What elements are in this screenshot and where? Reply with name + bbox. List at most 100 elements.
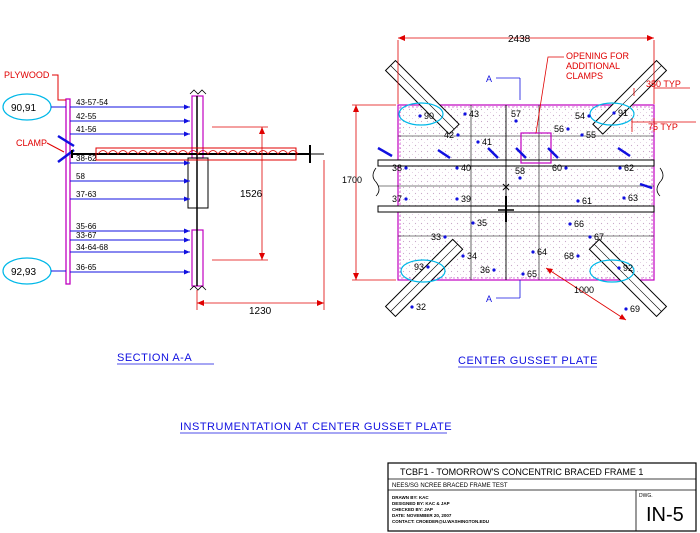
- measurement-dot: [624, 307, 628, 311]
- plywood-strip: [65, 98, 71, 285]
- ellipse-bottom-label: 92,93: [11, 267, 36, 278]
- beam-flange-upper: [377, 159, 655, 167]
- clamp-marks: [377, 146, 653, 190]
- beam-flange-plate: [95, 147, 297, 161]
- point-label: 43: [469, 109, 479, 119]
- main-title: INSTRUMENTATION AT CENTER GUSSET PLATE: [180, 421, 452, 433]
- checked-by: CHECKED BY: JAP: [392, 507, 433, 512]
- point-label: 66: [574, 219, 584, 229]
- point-label: 34: [467, 251, 477, 261]
- point-label: 65: [527, 269, 537, 279]
- gauge-label: 41-56: [76, 125, 97, 134]
- gauge-label: 35-66: [76, 222, 97, 231]
- point-label: 32: [416, 302, 426, 312]
- point-label: 54: [575, 111, 585, 121]
- dim-2438: 2438: [508, 34, 531, 45]
- contact: CONTACT: CROEDER@U.WASHINGTON.EDU: [392, 519, 489, 524]
- gusset-title: CENTER GUSSET PLATE: [458, 355, 598, 367]
- measurement-dot: [521, 272, 525, 276]
- point-label: 58: [515, 166, 525, 176]
- measurement-dot: [514, 119, 518, 123]
- dim-1700: 1700: [342, 175, 362, 185]
- measurement-dot: [576, 199, 580, 203]
- measurement-dot: [404, 166, 408, 170]
- sensor-ellipse-92: [589, 259, 635, 283]
- point-label: 63: [628, 193, 638, 203]
- measurement-dot: [463, 112, 467, 116]
- measurement-dot: [404, 197, 408, 201]
- clamp-mark-upper: [57, 134, 75, 148]
- point-label: 64: [537, 247, 547, 257]
- drawn-by: DRAWN BY: KAC: [392, 495, 429, 500]
- measurement-dot: [443, 235, 447, 239]
- gauge-label: 42-55: [76, 112, 97, 121]
- point-label: 37: [392, 194, 402, 204]
- section-title: SECTION A-A: [117, 352, 192, 364]
- column-flange-mid: [187, 157, 209, 209]
- gauge-arrowhead: [184, 228, 190, 234]
- gauge-label: 58: [76, 172, 85, 181]
- dim-75-typ: 75 TYP: [648, 122, 678, 132]
- point-label: 67: [594, 232, 604, 242]
- sensor-ellipse-90: [398, 102, 444, 126]
- gauge-label: 33-67: [76, 231, 97, 240]
- point-label: 33: [431, 232, 441, 242]
- strain-gauge-arrows: 43-57-54 42-55 41-56 38-62 58 37-63 35-6633-67…: [70, 98, 190, 275]
- dwg-label: DWG.: [639, 493, 653, 499]
- measurement-dot: [588, 235, 592, 239]
- gauge-label: 37-63: [76, 190, 97, 199]
- beam-flange-lower: [377, 205, 655, 213]
- measurement-dot: [564, 166, 568, 170]
- section-mark-bottom: A: [486, 294, 492, 304]
- gauge-label: 43-57-54: [76, 98, 109, 107]
- gauge-arrowhead: [184, 178, 190, 184]
- dim-350-typ: 350 TYP: [646, 79, 681, 89]
- gauge-arrowhead: [184, 249, 190, 255]
- dim-1230: 1230: [249, 306, 272, 317]
- point-label: 68: [564, 251, 574, 261]
- measurement-dot: [622, 196, 626, 200]
- measurement-dot: [518, 176, 522, 180]
- measurement-dot: [426, 265, 430, 269]
- point-label: 61: [582, 196, 592, 206]
- point-label: 91: [618, 108, 628, 118]
- measurement-dot: [576, 254, 580, 258]
- plywood-leader: [52, 74, 66, 101]
- point-label: 35: [477, 218, 487, 228]
- clamp-label: CLAMP: [16, 138, 47, 148]
- point-label: 40: [461, 163, 471, 173]
- measurement-dot: [461, 254, 465, 258]
- gauge-label: 38-62: [76, 154, 97, 163]
- measurement-dot: [531, 250, 535, 254]
- gauge-arrowhead: [184, 104, 190, 110]
- measurement-dot: [618, 166, 622, 170]
- point-label: 93: [414, 262, 424, 272]
- dim-1526: 1526: [240, 189, 263, 200]
- measurement-dot: [612, 111, 616, 115]
- section-mark-top: A: [486, 74, 492, 84]
- designed-by: DESIGNED BY: KAC & JAP: [392, 501, 450, 506]
- sensor-ellipse-91: [589, 102, 635, 126]
- brace-top-right: [592, 59, 668, 135]
- drawing-date: DATE: NOVEMBER 20, 2007: [392, 513, 452, 518]
- gauge-arrowhead: [184, 237, 190, 243]
- title-block-title: TCBF1 - TOMORROW'S CONCENTRIC BRACED FRA…: [400, 467, 643, 477]
- title-block-subtitle: NEES/SG NCREE BRACED FRAME TEST: [392, 483, 508, 489]
- point-label: 39: [461, 194, 471, 204]
- measurement-dot: [476, 140, 480, 144]
- gauge-arrowhead: [184, 196, 190, 202]
- brace-bottom-right: [588, 238, 668, 318]
- gauge-label: 36-65: [76, 263, 97, 272]
- sensor-ellipse-93: [400, 259, 446, 283]
- point-label: 92: [623, 263, 633, 273]
- measurement-dot: [410, 305, 414, 309]
- point-label: 55: [586, 130, 596, 140]
- gusset-plate: [397, 104, 655, 281]
- point-label: 90: [424, 111, 434, 121]
- point-label: 57: [511, 109, 521, 119]
- gauge-arrowhead: [184, 118, 190, 124]
- measurement-dot: [455, 197, 459, 201]
- gauge-arrowhead: [184, 131, 190, 137]
- measurement-dot: [566, 127, 570, 131]
